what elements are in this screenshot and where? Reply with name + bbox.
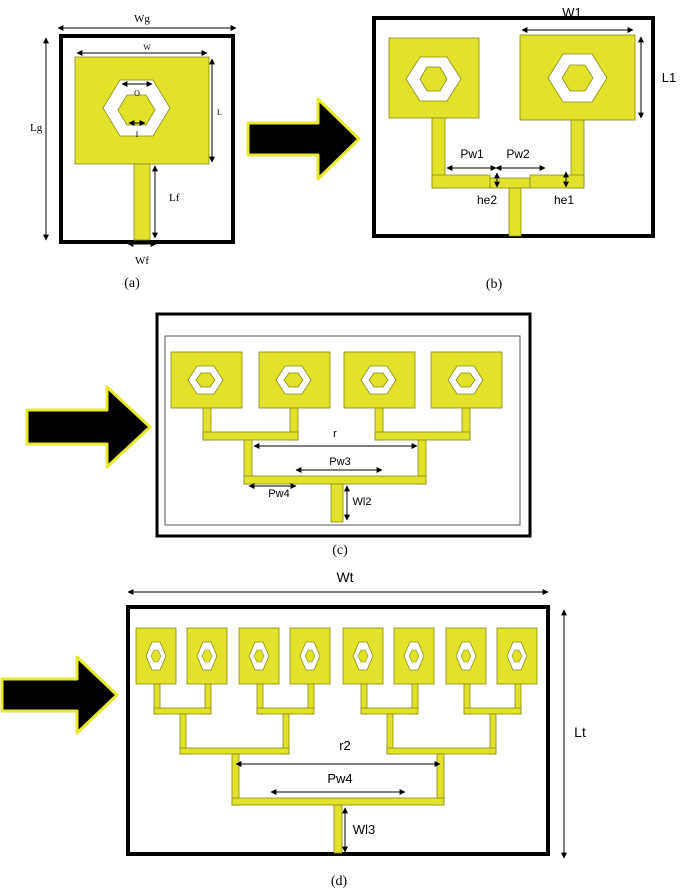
panel-c: r Pw3 Pw4 Wl2 (c) [155, 312, 532, 558]
l-label: L [217, 108, 222, 117]
panel-d: Wt Lt r2 Pw4 Wl3 (d) [126, 569, 586, 889]
panel-a-hex-inner [117, 94, 156, 126]
panel-c-caption: (c) [332, 543, 348, 558]
panel-a-caption: (a) [124, 276, 140, 291]
i-label: I [136, 130, 139, 139]
arrow-to-d [0, 655, 119, 735]
panel-b: W1 L1 Pw1 Pw2 he2 he1 (b) [372, 5, 676, 292]
pw4-d-label: Pw4 [327, 771, 352, 786]
r2-label: r2 [339, 738, 351, 753]
pw2-label: Pw2 [506, 147, 530, 161]
he2-label: he2 [477, 193, 497, 207]
pw1-label: Pw1 [460, 147, 484, 161]
lf-label: Lf [169, 192, 180, 204]
wl3-label: Wl3 [353, 822, 375, 837]
panel-d-hex-slots [145, 641, 528, 671]
pw3-label: Pw3 [329, 456, 350, 468]
he1-label: he1 [554, 193, 574, 207]
panel-c-hex-inner-3 [368, 372, 389, 388]
panel-d-patches [135, 627, 538, 854]
w1-label: W1 [562, 5, 582, 20]
panel-c-hex-inner-4 [455, 372, 476, 388]
panel-b-patches [388, 34, 636, 237]
r-label: r [333, 428, 337, 440]
o-label: O [134, 89, 140, 98]
arrow-to-b [246, 97, 361, 181]
wg-label: Wg [134, 13, 150, 25]
panel-c-patches [170, 351, 503, 523]
l1-label: L1 [662, 70, 676, 85]
lt-label: Lt [574, 724, 586, 740]
wl2-label: Wl2 [353, 496, 372, 508]
panel-b-hex-inner-right [561, 64, 594, 92]
w-label: W [143, 43, 151, 52]
panel-a: Wg Lg W L O I Lf Wf (a) [30, 13, 237, 291]
pw4-c-label: Pw4 [268, 488, 289, 500]
lg-label: Lg [30, 122, 43, 134]
panel-c-hex-inner-1 [195, 372, 216, 388]
panel-d-caption: (d) [331, 874, 348, 889]
panel-b-caption: (b) [486, 277, 503, 292]
wf-label: Wf [135, 255, 149, 267]
arrow-to-c [25, 385, 152, 469]
panel-b-hex-inner-left [419, 66, 448, 92]
wt-label: Wt [336, 569, 353, 585]
panel-c-hex-inner-2 [283, 372, 304, 388]
